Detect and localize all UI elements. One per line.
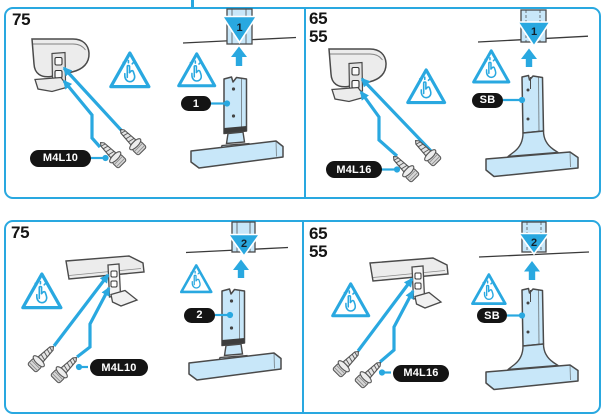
- screw-icon: [409, 134, 444, 169]
- screw-spec-pill: M4L10: [30, 149, 91, 167]
- step-marker-triangle: [226, 233, 262, 258]
- up-arrow-icon: [521, 48, 537, 67]
- panel-75-step2-illustration: 2: [21, 221, 289, 386]
- pinch-hazard-triangle-icon: [177, 52, 217, 88]
- screw-direction-arrow: [356, 277, 414, 352]
- stand-leg-drawing: [485, 74, 579, 178]
- pinch-hazard-triangle-icon: [471, 273, 507, 306]
- stand-leg-drawing: [190, 76, 284, 169]
- stand-part-pill: 1: [181, 96, 211, 111]
- top-row-panel-divider: [304, 9, 307, 197]
- pinch-hazard-triangle-icon: [179, 264, 213, 294]
- screen-size-label: 65 55: [309, 224, 328, 261]
- screw-spec-pill: M4L16: [326, 161, 382, 178]
- step-marker-triangle: [517, 232, 551, 256]
- screw-icon: [387, 150, 422, 185]
- screw-direction-arrow: [360, 77, 433, 153]
- screw-icon: [25, 340, 60, 375]
- screen-size-value: 55: [309, 242, 328, 261]
- insert-mini-diagram: 1: [182, 8, 297, 66]
- insert-mini-diagram: 2: [478, 221, 590, 280]
- screen-size-value: 65: [309, 9, 328, 28]
- step-number: 1: [236, 22, 242, 34]
- bottom-row-panel-frame: [4, 220, 601, 414]
- step-marker-triangle: [221, 15, 258, 44]
- screw-icon: [94, 136, 129, 171]
- pinch-hazard-triangle-icon: [472, 49, 511, 84]
- panel-75-step1-illustration: 1: [31, 8, 297, 171]
- up-arrow-icon: [233, 259, 249, 278]
- top-row-panel-frame: [4, 7, 601, 199]
- stand-part-pill: SB: [472, 92, 503, 108]
- screw-direction-arrow: [359, 90, 399, 158]
- pinch-hazard-triangle-icon: [21, 272, 63, 310]
- up-arrow-icon: [231, 46, 247, 66]
- screw-direction-arrow: [378, 289, 415, 364]
- step-marker-triangle: [516, 21, 552, 48]
- screen-size-label: 65 55: [309, 9, 328, 46]
- screw-spec-pill: M4L10: [90, 359, 148, 376]
- screw-spec-pill: M4L16: [393, 364, 449, 382]
- panel-65-55-step1-illustration: 1: [328, 9, 589, 185]
- screw-direction-arrow: [76, 286, 111, 359]
- screen-size-label: 75: [11, 223, 30, 242]
- up-arrow-icon: [524, 261, 540, 280]
- bottom-row-panel-divider: [302, 222, 305, 412]
- page-connector-line: [191, 0, 194, 9]
- screen-size-value: 65: [309, 224, 328, 243]
- pinch-hazard-triangle-icon: [109, 51, 151, 89]
- step-number: 2: [241, 238, 247, 250]
- screen-size-label: 75: [12, 10, 31, 29]
- pinch-hazard-triangle-icon: [331, 282, 371, 318]
- step-number: 1: [531, 26, 537, 38]
- stand-leg-drawing: [188, 288, 282, 381]
- pinch-hazard-triangle-icon: [406, 68, 447, 105]
- screw-direction-arrow: [62, 79, 102, 149]
- panel-65-55-step2-illustration: 2: [330, 221, 590, 391]
- screw-icon: [330, 345, 365, 380]
- step-number: 2: [531, 237, 537, 249]
- insert-mini-diagram: 1: [477, 9, 589, 67]
- stand-part-pill: SB: [477, 308, 507, 323]
- insert-mini-diagram: 2: [185, 221, 289, 278]
- stand-part-pill: 2: [184, 307, 215, 323]
- screen-size-value: 55: [309, 27, 328, 46]
- screw-direction-arrow: [52, 273, 110, 347]
